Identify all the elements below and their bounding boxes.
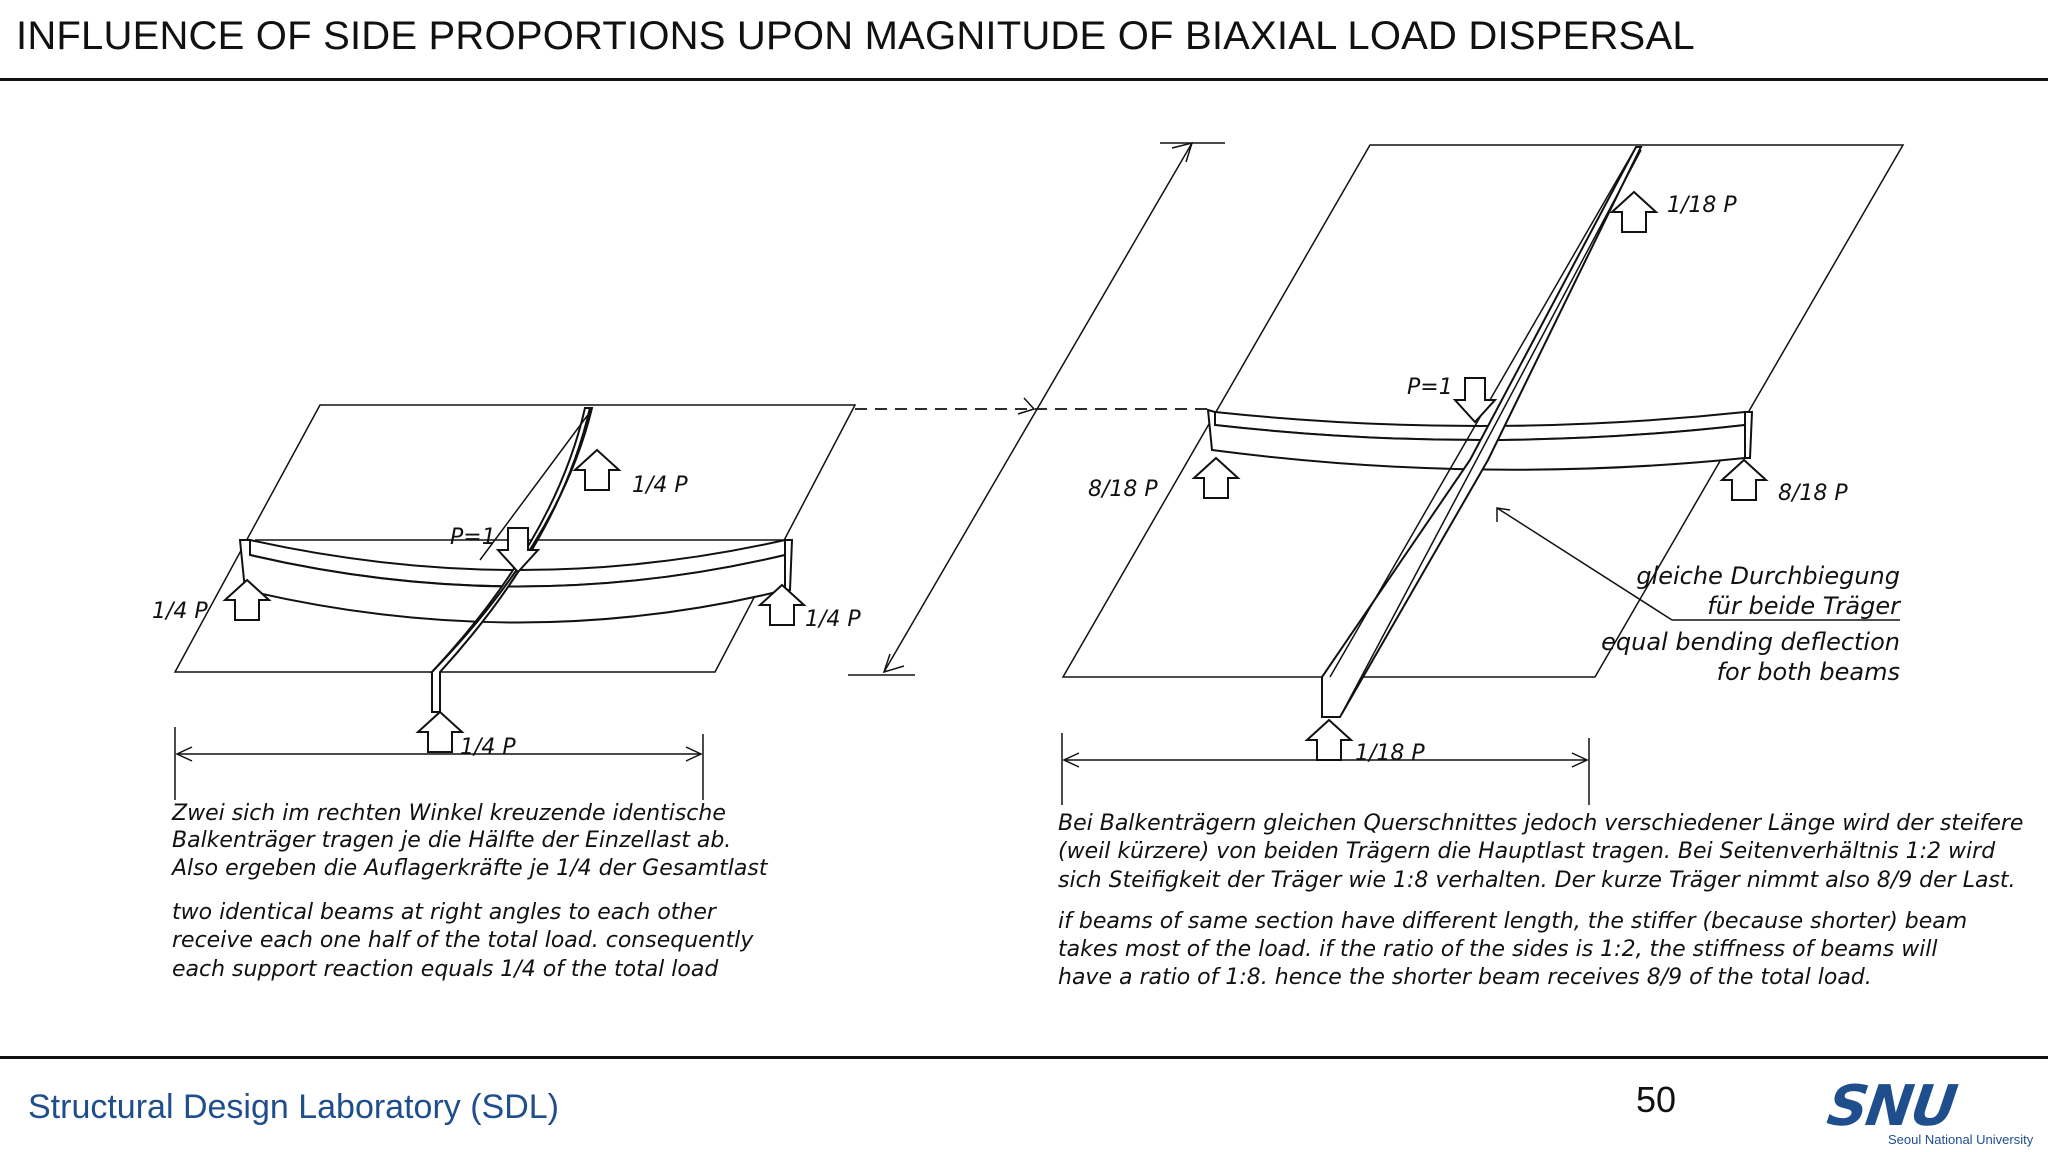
snu-logo-text: Seoul National University bbox=[1888, 1132, 2034, 1147]
right-note-en-1: equal bending deflection bbox=[1601, 628, 1900, 656]
right-figure bbox=[848, 141, 1905, 805]
left-beam-x-end bbox=[784, 539, 794, 591]
left-reaction-right-arrow-icon bbox=[757, 583, 807, 626]
left-dim-arrowhead-left-icon bbox=[175, 746, 193, 762]
footer-divider bbox=[0, 1056, 2048, 1059]
left-plate bbox=[173, 404, 857, 673]
footer-lab-name: Structural Design Laboratory (SDL) bbox=[28, 1088, 560, 1126]
right-reaction-left-arrow-icon bbox=[1191, 456, 1241, 499]
right-german-line-3: sich Steifigkeit der Träger wie 1:8 verh… bbox=[1058, 868, 2016, 893]
page-number: 50 bbox=[1636, 1079, 1677, 1120]
left-figure bbox=[173, 404, 857, 800]
right-reaction-top-label: 1/18 P bbox=[1667, 193, 1737, 218]
right-reaction-top-arrow-icon bbox=[1609, 190, 1659, 233]
right-beam-y-edge-2 bbox=[1339, 149, 1642, 718]
left-reaction-left-label: 1/4 P bbox=[152, 599, 208, 624]
right-diagonal-dim-line bbox=[883, 142, 1193, 673]
right-reaction-left-label: 8/18 P bbox=[1088, 477, 1158, 502]
right-english-line-1: if beams of same section have different … bbox=[1058, 909, 1967, 934]
right-note-en-2: for both beams bbox=[1717, 658, 1900, 686]
title-divider bbox=[0, 78, 2048, 81]
right-reaction-right-label: 8/18 P bbox=[1778, 481, 1848, 506]
right-note-de-1: gleiche Durchbiegung bbox=[1636, 562, 1900, 590]
right-note-leader-arrow-icon bbox=[1496, 507, 1511, 522]
left-reaction-top-label: 1/4 P bbox=[632, 473, 688, 498]
left-reaction-top-arrow-icon bbox=[572, 448, 622, 491]
left-english-line-3: each support reaction equals 1/4 of the … bbox=[172, 957, 719, 982]
right-diag-mid-tick-icon bbox=[1017, 397, 1036, 415]
left-english-line-2: receive each one half of the total load.… bbox=[172, 928, 754, 953]
right-note-leader-line bbox=[1496, 507, 1673, 621]
snu-logo: SNU Seoul National University bbox=[1823, 1074, 2033, 1148]
left-dim-arrowhead-right-icon bbox=[685, 746, 703, 762]
left-reaction-right-label: 1/4 P bbox=[805, 607, 861, 632]
right-german-line-2: (weil kürzere) von beiden Trägern die Ha… bbox=[1058, 839, 1996, 864]
left-reaction-bottom-label: 1/4 P bbox=[460, 735, 516, 760]
slide-title: INFLUENCE OF SIDE PROPORTIONS UPON MAGNI… bbox=[16, 14, 1695, 58]
right-reaction-bottom-label: 1/18 P bbox=[1355, 741, 1425, 766]
right-english-line-2: takes most of the load. if the ratio of … bbox=[1058, 937, 1938, 962]
left-german-line-3: Also ergeben die Auflagerkräfte je 1/4 d… bbox=[170, 856, 769, 881]
snu-logo-mark: SNU bbox=[1823, 1074, 1960, 1139]
right-load-arrow-icon bbox=[1452, 377, 1498, 424]
right-reaction-right-arrow-icon bbox=[1719, 458, 1769, 501]
right-german-line-1: Bei Balkenträgern gleichen Querschnittes… bbox=[1058, 811, 2023, 836]
right-beam-x-end bbox=[1744, 411, 1754, 459]
left-reaction-left-arrow-icon bbox=[222, 578, 272, 621]
right-dim-arrowhead-right-icon bbox=[1571, 752, 1589, 768]
left-load-label: P=1 bbox=[450, 525, 496, 550]
right-load-label: P=1 bbox=[1407, 375, 1453, 400]
right-english-line-3: have a ratio of 1:8. hence the shorter b… bbox=[1058, 965, 1872, 990]
right-dim-arrowhead-left-icon bbox=[1062, 752, 1080, 768]
left-english-line-1: two identical beams at right angles to e… bbox=[172, 900, 718, 925]
left-beam-y-edge bbox=[479, 411, 591, 561]
left-german-line-2: Balkenträger tragen je die Hälfte der Ei… bbox=[172, 828, 731, 853]
left-german-line-1: Zwei sich im rechten Winkel kreuzende id… bbox=[171, 801, 726, 826]
right-reaction-bottom-arrow-icon bbox=[1304, 718, 1354, 761]
left-reaction-bottom-arrow-icon bbox=[415, 710, 465, 753]
right-diag-arrowhead-bottom-icon bbox=[882, 653, 905, 674]
left-load-arrow-icon bbox=[495, 527, 541, 574]
right-diag-arrowhead-top-icon bbox=[1171, 141, 1194, 163]
right-note-de-2: für beide Träger bbox=[1707, 592, 1902, 620]
right-plate bbox=[1061, 144, 1905, 678]
